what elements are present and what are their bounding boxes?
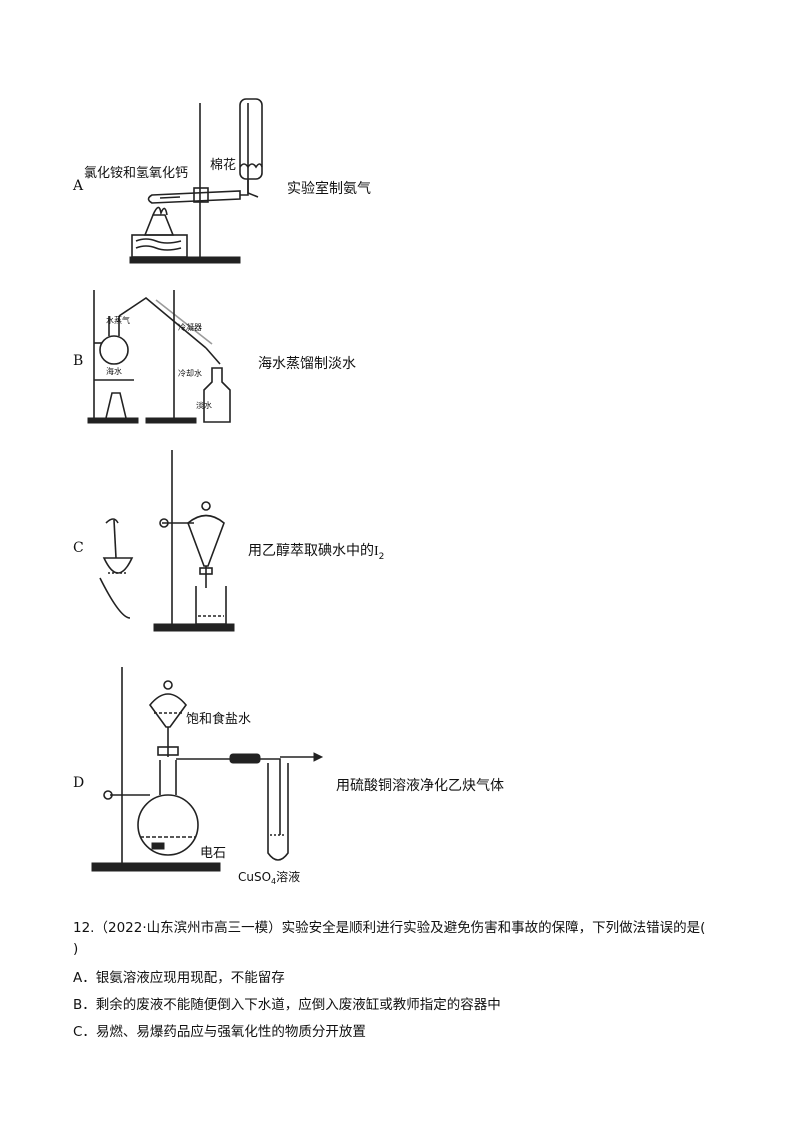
option-d-apparatus: 饱和食盐水 电石 CuSO4溶液 (91, 667, 324, 886)
choice-a-letter: A． (73, 970, 96, 986)
question-12-stem: 12.（2022·山东滨州市高三一模）实验安全是顺利进行实验及避免伤害和事故的保… (73, 916, 705, 936)
option-b-label-cooling-water: 冷却水 (178, 368, 202, 378)
choice-b-text: 剩余的废液不能随便倒入下水道，应倒入废液缸或教师指定的容器中 (95, 997, 501, 1013)
option-d-label-solution-sub: 4 (271, 877, 276, 886)
option-d-label-solution-tail: 溶液 (276, 869, 300, 884)
choice-a: A．银氨溶液应现用现配，不能留存 (73, 966, 285, 986)
question-source: （2022·山东滨州市高三一模） (94, 920, 282, 936)
option-a-letter: A (73, 178, 84, 194)
option-b-caption: 海水蒸馏制淡水 (258, 356, 356, 372)
choice-b-letter: B． (73, 997, 96, 1013)
option-b-label-seawater: 海水 (106, 366, 122, 376)
choice-c-letter: C． (73, 1024, 96, 1040)
option-d-label-brine: 饱和食盐水 (186, 711, 251, 727)
option-d-label-solution: CuSO4溶液 (238, 869, 300, 886)
option-c-caption-chem: I (374, 544, 379, 559)
option-c-caption: 用乙醇萃取碘水中的I2 (248, 540, 384, 562)
option-c-letter: C (73, 540, 84, 556)
choice-c-text: 易燃、易爆药品应与强氧化性的物质分开放置 (95, 1024, 366, 1040)
option-c-caption-sub: 2 (378, 551, 385, 562)
option-c-caption-text: 用乙醇萃取碘水中的 (248, 543, 374, 559)
option-a-label-reagent: 氯化铵和氢氧化钙 (84, 166, 188, 181)
option-b-letter: B (73, 353, 84, 369)
choice-a-text: 银氨溶液应现用现配，不能留存 (95, 970, 285, 986)
option-c-apparatus (99, 450, 235, 632)
question-text: 实验安全是顺利进行实验及避免伤害和事故的保障，下列做法错误的是( (281, 920, 706, 936)
option-a-label-cotton: 棉花 (210, 157, 236, 173)
question-number: 12. (73, 920, 95, 936)
option-d-label-carbide: 电石 (200, 846, 226, 861)
option-a-caption: 实验室制氨气 (287, 181, 371, 197)
option-d-label-solution-main: CuSO (238, 870, 271, 884)
option-b-label-fresh-water: 淡水 (196, 400, 212, 410)
option-d-caption: 用硫酸铜溶液净化乙炔气体 (336, 778, 504, 794)
option-b-apparatus: 水蒸气 冷凝器 海水 冷却水 淡水 (87, 290, 231, 424)
choice-c: C．易燃、易爆药品应与强氧化性的物质分开放置 (73, 1020, 366, 1040)
option-d-letter: D (73, 775, 85, 791)
option-b-label-steam: 水蒸气 (106, 315, 130, 325)
option-a-apparatus: 氯化铵和氢氧化钙 棉花 (84, 98, 263, 264)
question-stem-close: ) (73, 941, 79, 957)
choice-b: B．剩余的废液不能随便倒入下水道，应倒入废液缸或教师指定的容器中 (73, 993, 501, 1013)
option-b-label-condenser: 冷凝器 (178, 322, 202, 332)
